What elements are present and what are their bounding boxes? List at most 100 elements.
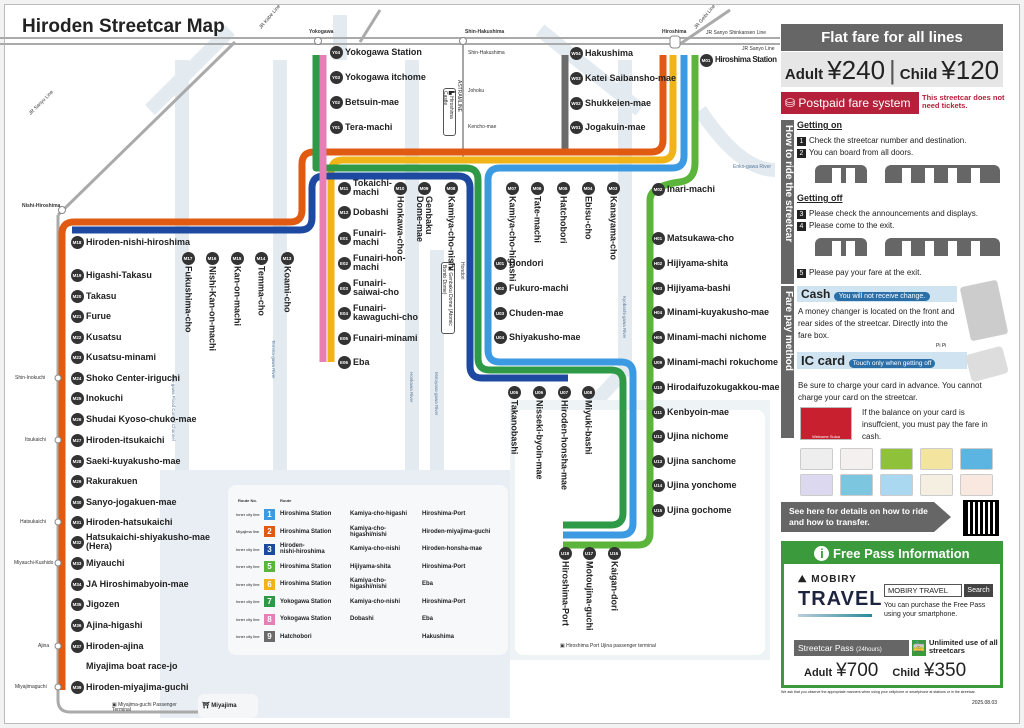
ic-card-image xyxy=(960,448,993,470)
dome-icon: ▲ xyxy=(447,265,453,273)
station-name: Minami-machi nichome xyxy=(667,331,767,342)
legend-route-b: Kamiya-cho-higashi xyxy=(350,511,408,517)
station-code-badge: Y04 xyxy=(329,45,343,59)
jr-station-miyauchi-kushido: Miyauchi-Kushido xyxy=(14,560,54,566)
station-code-badge: M16 xyxy=(205,251,219,265)
station-name: Hijiyama-bashi xyxy=(667,282,731,293)
station-code-badge: M05 xyxy=(556,181,570,195)
route-number-badge: 6 xyxy=(264,578,275,590)
station-name: Sanyo-jogakuen-mae xyxy=(86,496,177,507)
qr-code[interactable] xyxy=(963,500,999,536)
jr-shinkansen-label: JR Sanyo Shinkansen Line xyxy=(706,30,767,36)
station-name: Fukuro-machi xyxy=(509,282,569,293)
station-code-badge: M33 xyxy=(70,556,84,570)
station-code-badge: M07 xyxy=(505,181,519,195)
streetcar-exit-diagram-small xyxy=(815,238,867,256)
station-name: Kenbyoin-mae xyxy=(667,406,730,417)
route-kind: Inner city line xyxy=(236,581,260,587)
station-code-badge: M12 xyxy=(337,205,351,219)
station-code-badge: U12 xyxy=(651,429,665,443)
flat-fare-title: Flat fare for all lines xyxy=(781,24,1003,51)
postpaid-note: This streetcar does not need tickets. xyxy=(922,93,1005,110)
station-code-badge: W03 xyxy=(569,71,583,85)
station-code-badge: M15 xyxy=(230,251,244,265)
station-name: Funairi- machi xyxy=(353,228,386,247)
legend-route-b: Kamiya-cho- higashi/nishi xyxy=(350,578,387,590)
station-name: Ujina nichome xyxy=(667,430,729,441)
ic-card-image xyxy=(840,474,873,496)
station-name: Minami-kuyakusho-mae xyxy=(667,306,770,317)
station-code-badge: M24 xyxy=(70,371,84,385)
station-code-badge: M29 xyxy=(70,474,84,488)
station-code-badge: M21 xyxy=(70,309,84,323)
station-name: Funairi- kawaguchi-cho xyxy=(353,303,419,322)
station-name: Ajina-higashi xyxy=(86,619,143,630)
station-name: Kusatsu xyxy=(86,331,122,342)
ic-card-image xyxy=(880,448,913,470)
jr-station-shin-hakushima: Shin-Hakushima xyxy=(465,29,505,35)
station-name: Miyuki-bashi xyxy=(583,400,594,455)
station-code-badge: Y02 xyxy=(329,95,343,109)
station-code-badge: H04 xyxy=(651,305,665,319)
hondori-label: Hondori xyxy=(459,262,465,280)
station-code-badge: W01 xyxy=(569,120,583,134)
legend-route-a: Hiroshima Station xyxy=(280,528,332,535)
station-code-badge: M04 xyxy=(581,181,595,195)
issue-date: 2025.08.03 xyxy=(972,700,998,706)
station-code-badge: E05 xyxy=(337,331,351,345)
station-name: Nishi-Kan-on-machi xyxy=(207,266,218,352)
station-name: Koami-cho xyxy=(282,266,293,313)
station-name: Shudai Kyoso-chuko-mae xyxy=(86,413,197,424)
station-name: Saeki-kuyakusho-mae xyxy=(86,455,181,466)
astram-line-label: ASTRAMLINE xyxy=(456,80,462,112)
ic-card-text: Be sure to charge your card in advance. … xyxy=(798,381,982,402)
station-code-badge: H01 xyxy=(651,231,665,245)
station-code-badge: E03 xyxy=(337,281,351,295)
ic-balance-text: If the balance on your card is insuffcie… xyxy=(862,408,988,441)
logo-stripe xyxy=(798,614,872,617)
station-name: Kusatsu-minami xyxy=(86,351,157,362)
line-7-path xyxy=(312,55,627,529)
station-name: Funairi- saiwai-cho xyxy=(353,278,400,297)
river-label-motoyasu: Motoyasu-gawa River xyxy=(434,372,439,416)
ic-card-heading: IC card Touch only when getting off xyxy=(797,352,967,369)
station-code-badge: H02 xyxy=(651,256,665,270)
pipi-text: Pi Pi xyxy=(936,343,947,349)
station-code-badge: U03 xyxy=(493,306,507,320)
station-code-badge: E06 xyxy=(337,355,351,369)
station-name: Shukkeien-mae xyxy=(585,97,652,108)
station-name: Tate-machi xyxy=(532,196,543,243)
station-name: Matsukawa-cho xyxy=(667,232,735,243)
station-code-badge: U02 xyxy=(493,281,507,295)
station-code-badge: M13 xyxy=(280,251,294,265)
search-input[interactable]: MOBIRY TRAVEL xyxy=(884,584,962,597)
station-name: Nisseki-byoin-mae xyxy=(534,400,545,480)
station-name: Hondori xyxy=(509,257,544,268)
legend-header-route-no: Route No. xyxy=(238,498,257,503)
route-kind: Miyajima line xyxy=(236,529,260,534)
streetcar-exit-diagram-large xyxy=(885,238,1000,256)
station-name: Shoko Center-iriguchi xyxy=(86,372,181,383)
station-name: Hakushima xyxy=(585,47,634,58)
station-code-badge: M10 xyxy=(393,181,407,195)
pass-child-fare: ¥350 xyxy=(923,660,967,681)
search-button[interactable]: Search xyxy=(964,584,993,597)
station-name: Betsuin-mae xyxy=(345,96,400,107)
station-name: Kaigan-dori xyxy=(609,561,620,612)
jr-station-shin-inokuchi: Shin-Inokuchi xyxy=(15,375,46,381)
station-name: Inokuchi xyxy=(86,392,124,403)
station-code-badge: U17 xyxy=(582,546,596,560)
station-name: Dobashi xyxy=(353,206,389,217)
line-1-path xyxy=(484,55,688,539)
station-name: Tokaichi- machi xyxy=(353,178,392,197)
streetcar-diagram-small xyxy=(815,165,867,183)
details-link[interactable]: See here for details on how to ride and … xyxy=(781,502,951,532)
legend-row-route-6: Inner city line 6 xyxy=(236,577,281,591)
station-name: Ujina gochome xyxy=(667,504,732,515)
ic-card-image xyxy=(800,448,833,470)
station-name: Funairi-hon- machi xyxy=(353,253,406,272)
